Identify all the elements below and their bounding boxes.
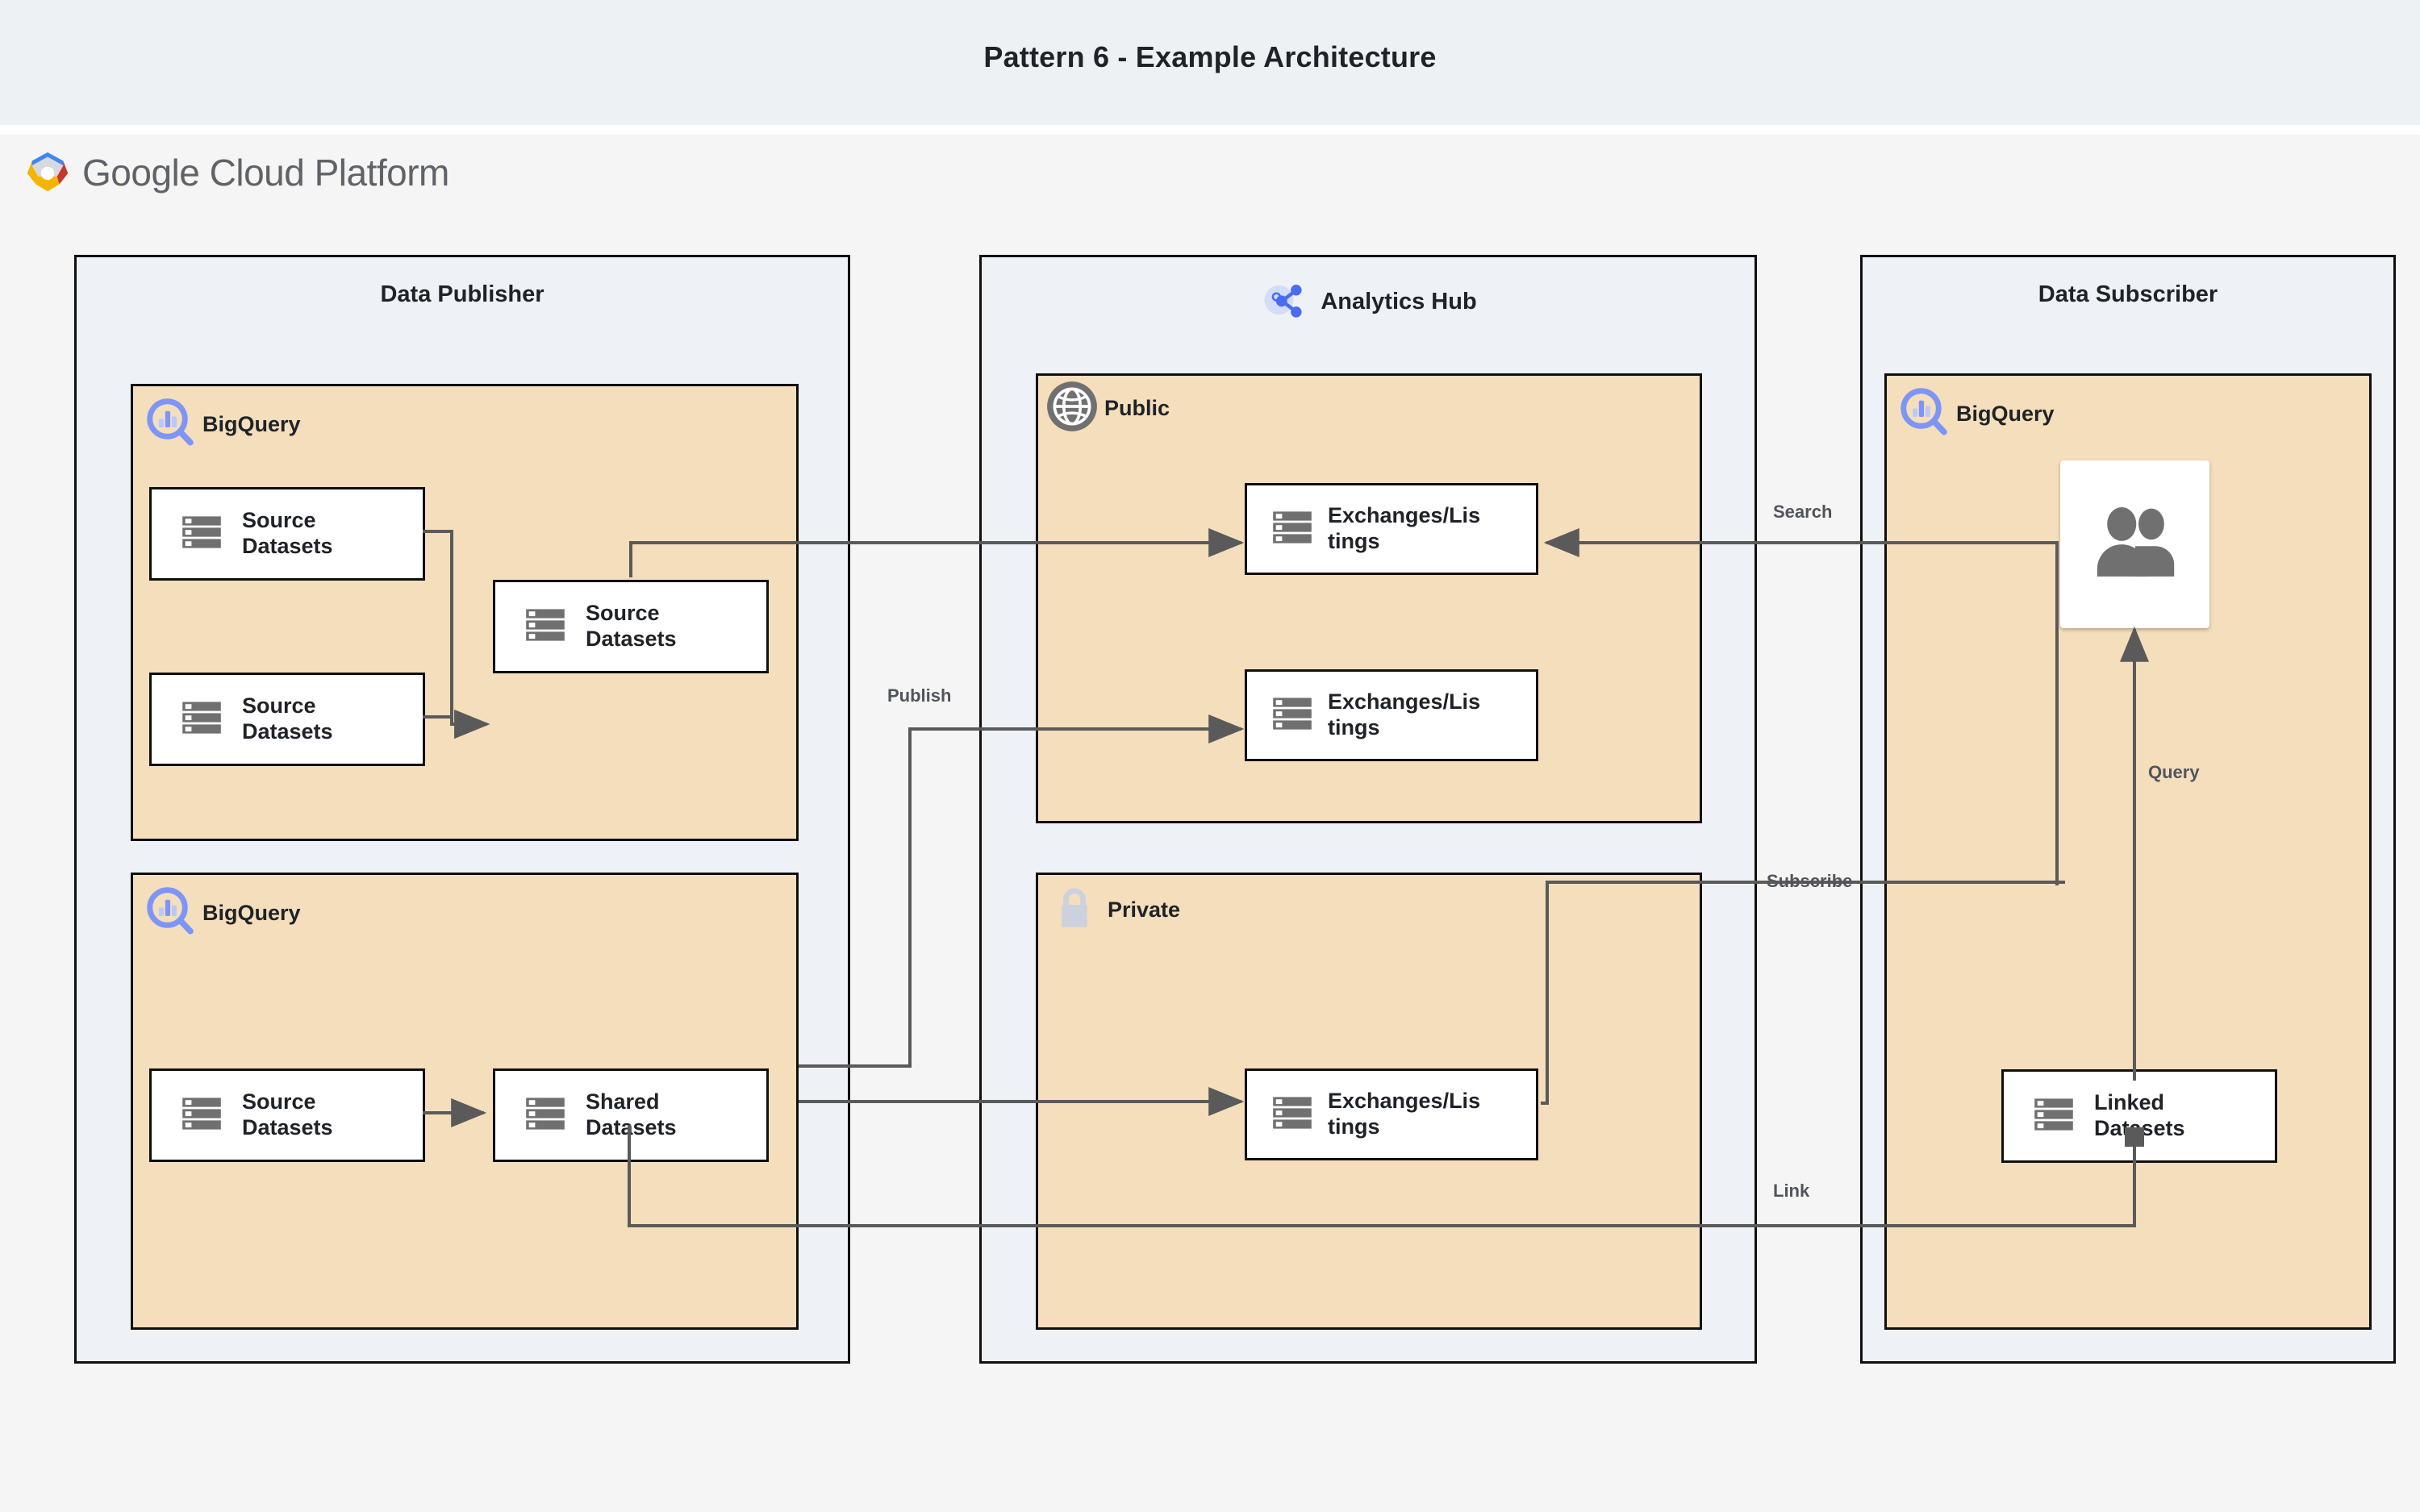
node-label-line1: Exchanges/Lis (1328, 689, 1481, 714)
page-title: Pattern 6 - Example Architecture (983, 40, 1437, 73)
node-label-line1: Exchanges/Lis (1328, 1089, 1481, 1114)
node-label-line2: Datasets (2094, 1116, 2185, 1140)
node-label-line2: Datasets (242, 719, 333, 744)
node-label-line1: Source (242, 1089, 316, 1114)
group-header-bigquery: BigQuery (1898, 385, 2055, 443)
title-band: Pattern 6 - Example Architecture (0, 0, 2420, 125)
dataset-icon (179, 1091, 224, 1140)
edge-label-link: Link (1773, 1181, 1810, 1201)
users-icon (2083, 498, 2188, 591)
node-label-line2: tings (1328, 715, 1380, 739)
edge-label-publish: Publish (887, 685, 952, 706)
zone-title-analytics-hub: Analytics Hub (1321, 289, 1477, 314)
node-label: Exchanges/Lis tings (1328, 1089, 1497, 1140)
node-label: Source Datasets (242, 508, 403, 560)
dataset-icon (1270, 1090, 1315, 1139)
bigquery-icon (144, 396, 198, 453)
node-label-line2: Datasets (586, 627, 677, 651)
lock-icon (1051, 885, 1098, 935)
group-hub-private[interactable]: Private Exchanges/Lis tings (1036, 873, 1702, 1330)
brand-google: Google (82, 152, 200, 194)
group-header-private: Private (1051, 885, 1180, 935)
node-listing-public-1[interactable]: Exchanges/Lis tings (1245, 483, 1538, 575)
node-listing-public-2[interactable]: Exchanges/Lis tings (1245, 669, 1538, 761)
edge-label-subscribe: Subscribe (1767, 871, 1853, 891)
node-label-line2: Datasets (242, 534, 333, 558)
group-header-bigquery: BigQuery (144, 885, 301, 942)
zone-header-analytics-hub: Analytics Hub (982, 275, 1754, 329)
node-label: Exchanges/Lis tings (1328, 689, 1497, 741)
dataset-icon (1270, 691, 1315, 740)
node-label-line1: Source (242, 508, 316, 533)
gcp-logo: Google Cloud Platform (23, 148, 449, 198)
node-label-line1: Linked (2094, 1090, 2165, 1115)
dataset-icon (523, 1091, 568, 1140)
google-cloud-logo-icon (23, 148, 73, 198)
node-label-line1: Exchanges/Lis (1328, 503, 1481, 528)
group-header-bigquery: BigQuery (144, 396, 301, 453)
node-linked-datasets[interactable]: Linked Datasets (2001, 1069, 2277, 1163)
bigquery-icon (144, 885, 198, 942)
node-label-line2: Datasets (242, 1115, 333, 1139)
group-label-public: Public (1104, 396, 1170, 420)
group-hub-public[interactable]: Public Exchanges/Lis tings (1036, 373, 1702, 823)
group-label-bigquery: BigQuery (1956, 402, 2055, 426)
analytics-hub-icon (1259, 275, 1309, 329)
group-label-bigquery: BigQuery (202, 412, 301, 436)
node-source-datasets-a[interactable]: Source Datasets (149, 487, 425, 581)
band-divider (0, 125, 2420, 135)
group-label-bigquery: BigQuery (202, 901, 301, 925)
group-publisher-bigquery-bottom[interactable]: BigQuery Source Datasets (131, 873, 799, 1330)
edge-label-search: Search (1773, 502, 1833, 522)
node-label-line2: tings (1328, 529, 1380, 553)
node-label-line1: Shared (586, 1089, 660, 1114)
node-listing-private[interactable]: Exchanges/Lis tings (1245, 1068, 1538, 1160)
node-label-line2: Datasets (586, 1115, 677, 1139)
dataset-icon (523, 602, 568, 652)
dataset-icon (2031, 1092, 2076, 1141)
node-label: Source Datasets (586, 601, 747, 652)
bigquery-icon (1898, 385, 1951, 443)
dataset-icon (179, 510, 224, 559)
node-shared-datasets[interactable]: Shared Datasets (493, 1068, 769, 1162)
dataset-icon (1270, 505, 1315, 554)
group-publisher-bigquery-top[interactable]: BigQuery Source Datasets (131, 384, 799, 841)
node-source-datasets-lower[interactable]: Source Datasets (149, 1068, 425, 1162)
globe-icon (1045, 379, 1099, 438)
node-source-datasets-b[interactable]: Source Datasets (149, 673, 425, 766)
dataset-icon (179, 695, 224, 744)
zone-title-data-publisher: Data Publisher (380, 281, 544, 307)
node-label: Shared Datasets (586, 1089, 747, 1141)
node-label: Linked Datasets (2094, 1090, 2255, 1142)
node-label-line1: Source (586, 601, 660, 626)
group-header-public: Public (1045, 379, 1170, 438)
node-label: Source Datasets (242, 1089, 403, 1141)
brand-cloud-platform: Cloud Platform (209, 152, 450, 194)
node-users[interactable] (2060, 460, 2209, 628)
gcp-wordmark: Google Cloud Platform (82, 151, 449, 194)
node-source-datasets-merged[interactable]: Source Datasets (493, 580, 769, 673)
edge-label-query: Query (2148, 762, 2200, 782)
node-label: Exchanges/Lis tings (1328, 503, 1497, 555)
group-subscriber-bigquery[interactable]: BigQuery Linked (1884, 373, 2372, 1330)
node-label: Source Datasets (242, 694, 403, 745)
node-label-line1: Source (242, 694, 316, 719)
group-label-private: Private (1108, 898, 1181, 922)
zone-title-data-subscriber: Data Subscriber (2038, 281, 2218, 307)
node-label-line2: tings (1328, 1114, 1380, 1139)
